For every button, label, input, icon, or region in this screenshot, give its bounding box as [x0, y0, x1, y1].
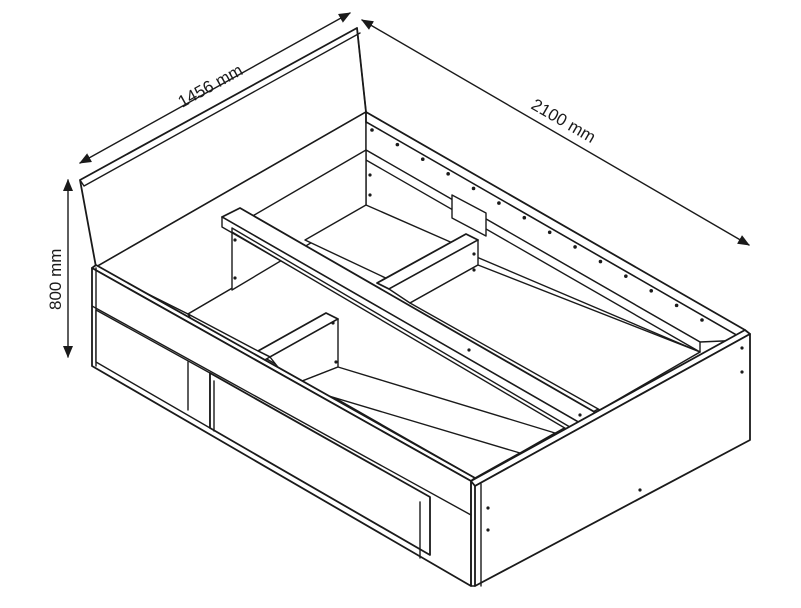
screw-dot: [331, 321, 335, 325]
screw-dot: [368, 173, 372, 177]
screw-dot: [233, 238, 237, 242]
screw-dot: [638, 488, 642, 492]
screw-dot: [522, 215, 527, 220]
screw-dot: [649, 288, 654, 293]
foot-end: [470, 329, 751, 587]
screw-dot: [547, 230, 552, 235]
screw-dot: [472, 268, 476, 272]
screw-dot: [368, 193, 372, 197]
screw-dot: [740, 346, 744, 350]
screw-dot: [370, 128, 374, 132]
screw-dot: [624, 274, 628, 278]
screw-dot: [395, 142, 400, 147]
height-dimension-label: 800 mm: [46, 249, 65, 310]
drawer-right: [209, 372, 431, 559]
screw-dot: [334, 360, 338, 364]
screw-dot: [471, 186, 476, 191]
length-dimension-label: 2100 mm: [528, 95, 599, 147]
screw-dot: [740, 370, 744, 374]
screw-dot: [472, 252, 476, 256]
dimension-length: 2100 mm: [361, 19, 750, 246]
screw-dot: [598, 259, 603, 264]
center-spine: [221, 207, 599, 438]
screw-dot: [233, 276, 237, 280]
screw-dot: [486, 528, 490, 532]
screw-dot: [446, 172, 450, 176]
screw-dot: [700, 318, 704, 322]
rail-screws: [370, 128, 704, 322]
screw-dot: [420, 157, 425, 162]
screw-dot: [497, 201, 501, 205]
screw-dot: [674, 303, 679, 308]
dimension-height: 800 mm: [46, 179, 73, 358]
frame-screws: [233, 173, 744, 532]
screw-dot: [578, 413, 582, 417]
screw-dot: [573, 245, 577, 249]
screw-dot: [486, 506, 490, 510]
right-cross-divider: [376, 233, 701, 411]
screw-dot: [467, 348, 471, 352]
